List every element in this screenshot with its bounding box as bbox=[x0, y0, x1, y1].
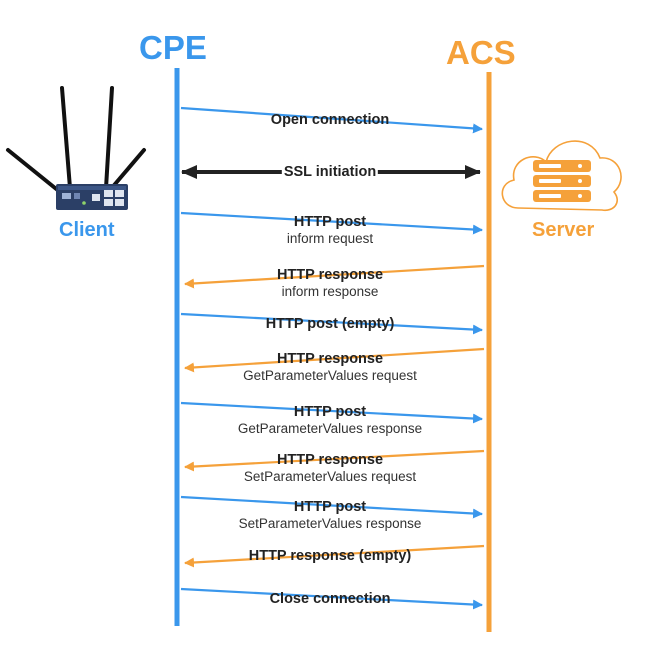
acs-heading: ACS bbox=[446, 34, 516, 71]
message-primary: HTTP response bbox=[276, 452, 384, 468]
message-arrow bbox=[184, 544, 485, 568]
message-primary: SSL initiation bbox=[281, 164, 379, 181]
cpe-heading: CPE bbox=[139, 29, 207, 66]
message-arrow bbox=[180, 587, 483, 610]
message-arrow bbox=[180, 312, 483, 335]
message-primary: Close connection bbox=[269, 591, 391, 607]
router-icon bbox=[6, 86, 146, 210]
message-primary: HTTP response (empty) bbox=[248, 548, 412, 564]
cloud-server-icon bbox=[501, 140, 622, 212]
message-label: SSL initiation bbox=[281, 164, 379, 181]
message-primary: HTTP response bbox=[276, 351, 384, 367]
message-primary: HTTP post bbox=[293, 404, 367, 420]
message-arrow bbox=[180, 401, 483, 424]
message-arrow bbox=[184, 347, 485, 373]
message-arrow bbox=[180, 211, 483, 235]
message-primary: Open connection bbox=[270, 112, 390, 128]
message-primary: HTTP post bbox=[293, 214, 367, 230]
message-label: Close connection bbox=[270, 591, 391, 608]
message-secondary: inform response bbox=[281, 283, 379, 299]
message-primary: HTTP post (empty) bbox=[265, 316, 395, 332]
message-primary: HTTP post bbox=[293, 499, 367, 515]
client-label: Client bbox=[59, 219, 115, 241]
message-secondary: GetParameterValues response bbox=[237, 420, 423, 436]
message-secondary: inform request bbox=[286, 230, 374, 246]
message-arrow bbox=[184, 449, 485, 472]
message-label: HTTP response (empty) bbox=[249, 548, 412, 565]
message-secondary: SetParameterValues request bbox=[243, 468, 417, 484]
message-arrow bbox=[180, 106, 483, 134]
server-label: Server bbox=[532, 219, 595, 241]
message-arrow bbox=[184, 264, 485, 289]
message-secondary: SetParameterValues response bbox=[238, 515, 422, 531]
message-secondary: GetParameterValues request bbox=[243, 367, 417, 383]
message-primary: HTTP response bbox=[276, 267, 384, 283]
message-label: HTTP post (empty) bbox=[266, 316, 395, 333]
message-label: Open connection bbox=[271, 112, 389, 129]
message-arrow bbox=[180, 495, 483, 519]
